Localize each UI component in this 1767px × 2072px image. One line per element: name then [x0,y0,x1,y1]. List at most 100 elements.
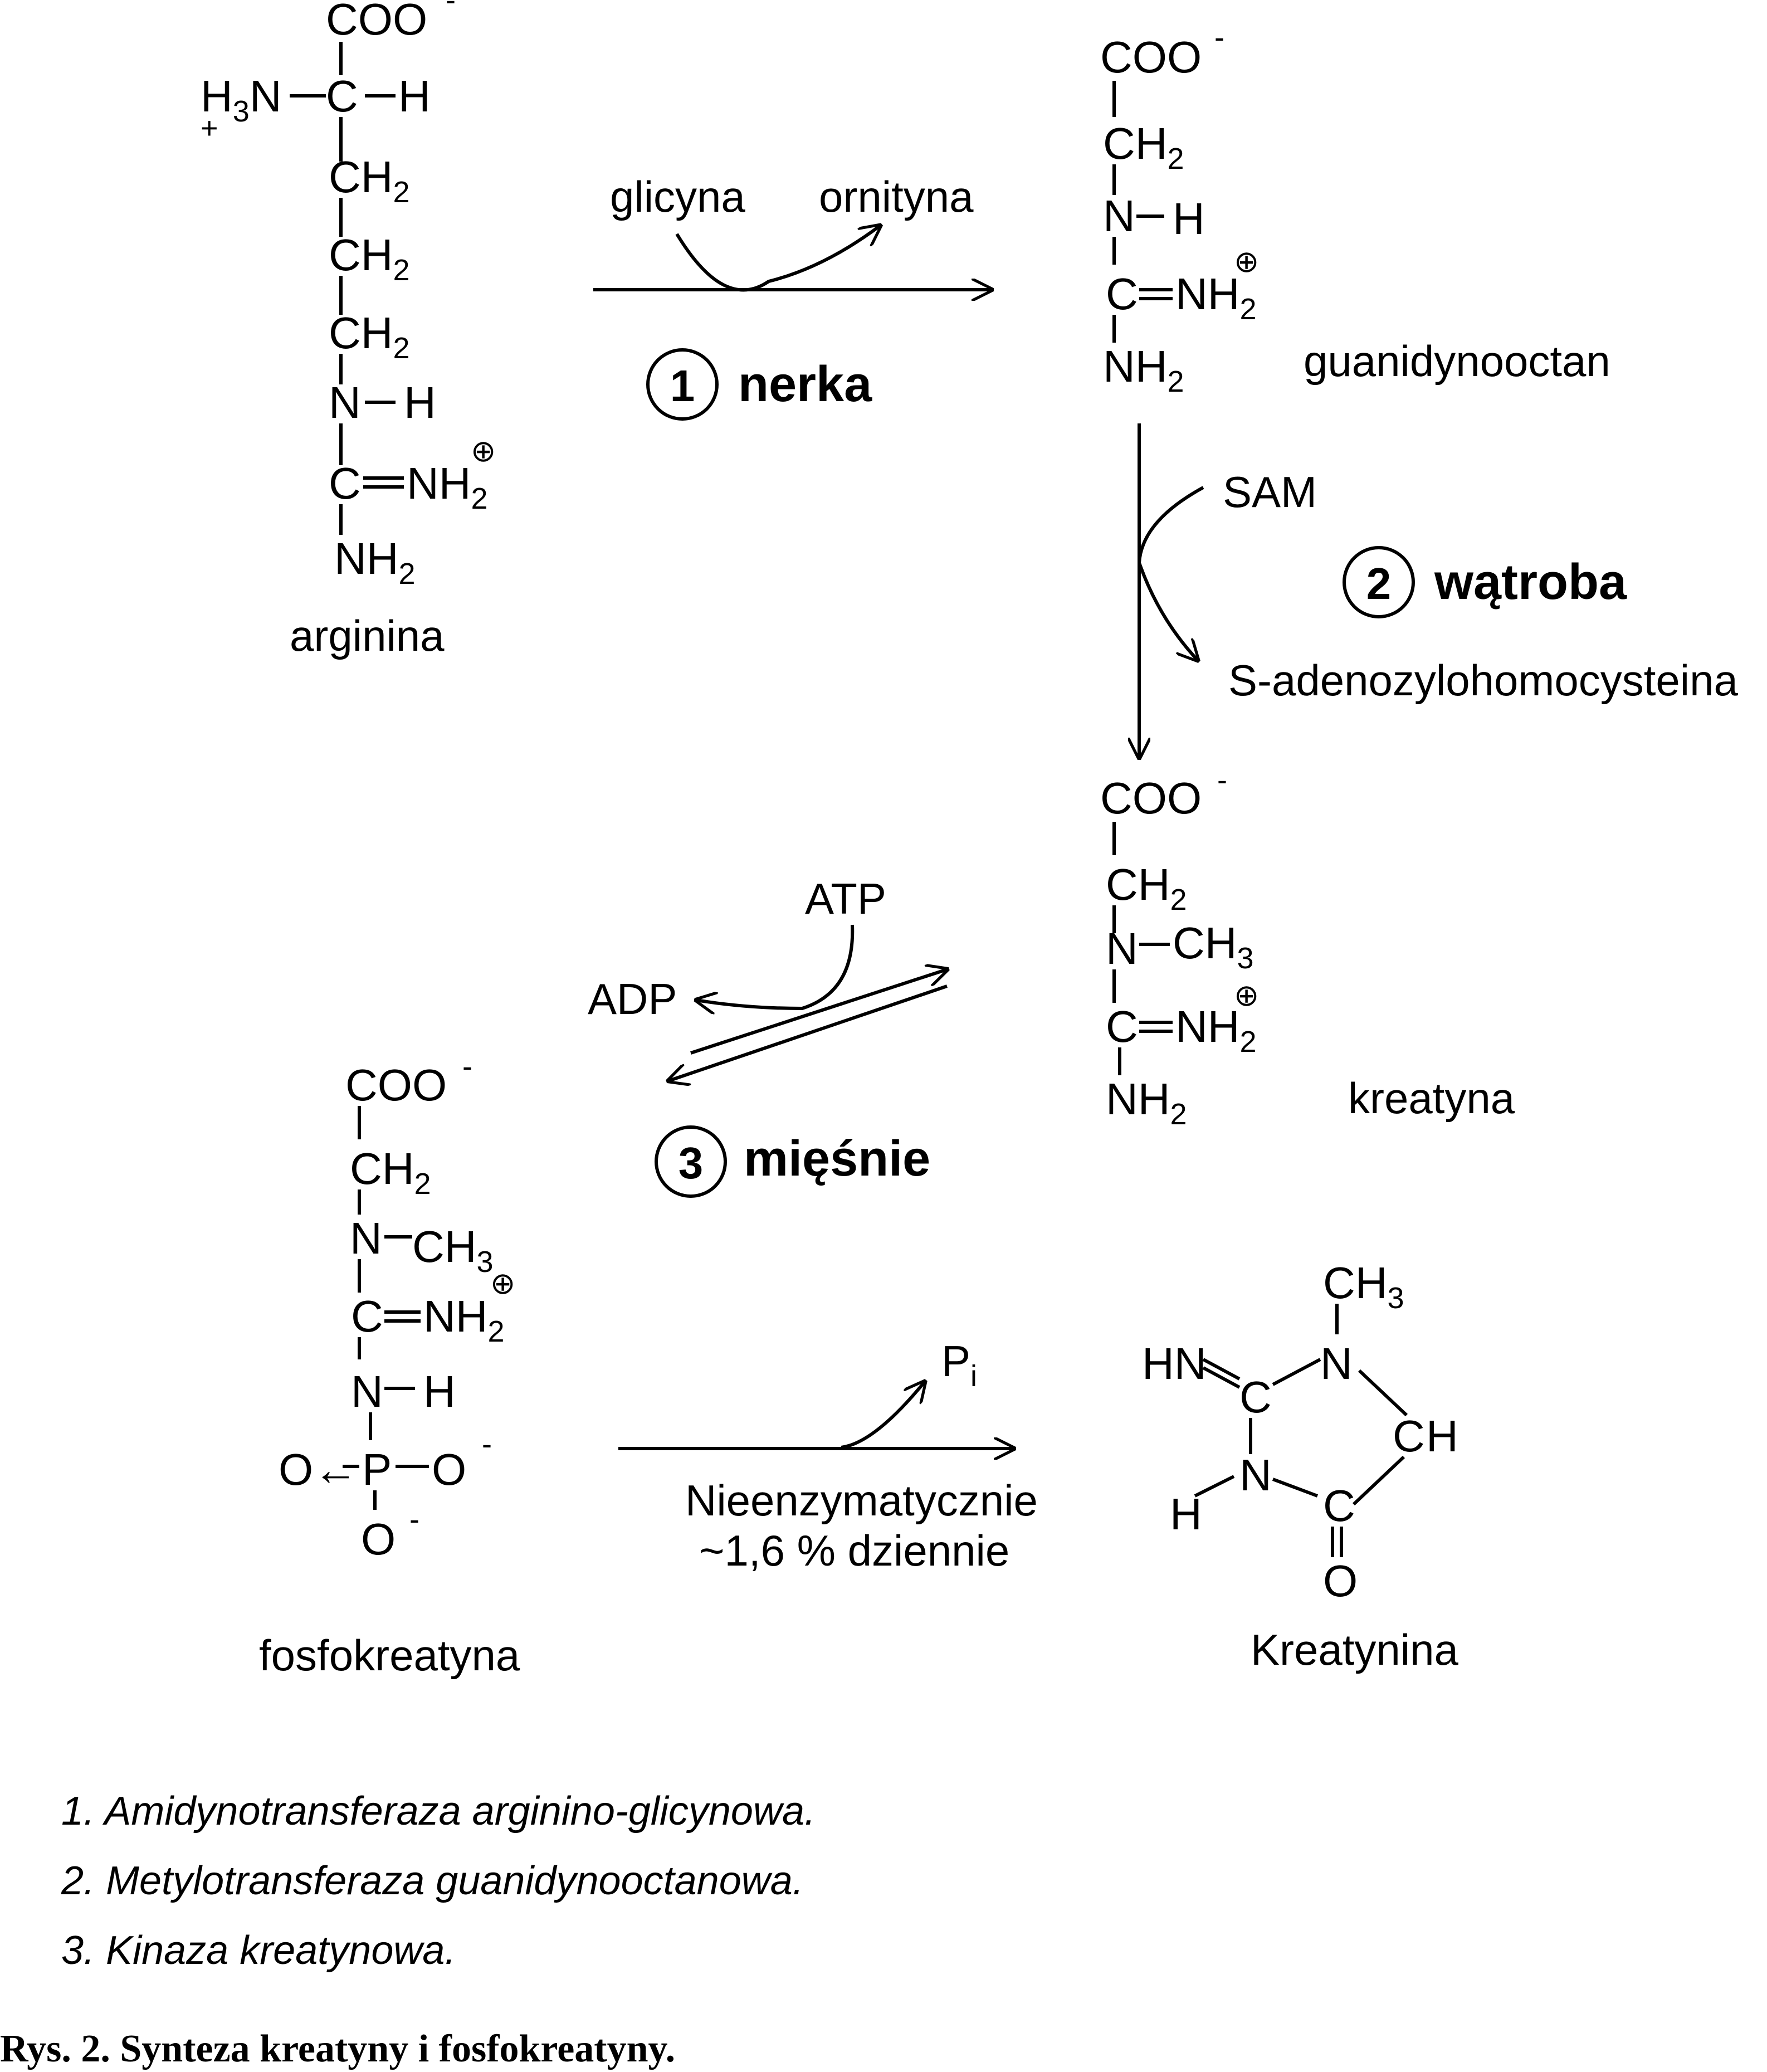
step1-number: 1 [670,361,695,411]
step3-input: ATP [805,874,886,923]
phosphate-released: P [941,1337,970,1386]
step1-organ: nerka [738,357,872,412]
svg-text:C: C [1106,1002,1138,1051]
legend-item-3: 3. Kinaza kreatynowa. [61,1928,456,1973]
arg-coo-minus: - [446,0,456,17]
svg-text:COO: COO [326,0,427,44]
label-arginine: arginina [290,611,445,660]
svg-text:NH2: NH2 [1175,269,1257,326]
svg-text:-: - [1217,763,1227,797]
svg-text:Pi: Pi [941,1337,977,1393]
step2-output: S-adenozylohomocysteina [1228,656,1738,705]
svg-text:-: - [462,1050,472,1083]
step1-side-arrow [675,226,880,292]
svg-text:-: - [482,1427,492,1461]
svg-text:CH2: CH2 [1106,860,1187,916]
creatine-structure: COO - CH2 N CH3 C NH2 ⊕ NH2 kreatyna [1100,763,1515,1131]
svg-text:NH2: NH2 [1106,1074,1187,1131]
svg-text:-: - [1214,21,1224,54]
step2-organ: wątroba [1434,554,1627,610]
svg-text:O: O [432,1445,466,1494]
svg-text:H: H [1170,1489,1202,1539]
arg-plus: + [201,111,218,145]
nonenzymatic-line2: ~1,6 % dziennie [699,1526,1009,1575]
svg-text:N: N [350,1213,382,1263]
step1-reaction: glicyna ornityna 1 nerka [593,172,992,421]
svg-text:O: O [1323,1556,1358,1606]
arg-oplus: ⊕ [471,435,496,468]
step3-reverse-arrow [668,984,948,1081]
creatinine-c4: C [1393,1411,1425,1461]
arg-h3n-h: H [201,71,233,121]
svg-text:N: N [1106,924,1138,973]
svg-text:H3N: H3N [201,71,282,128]
creatinine-c2: C [1239,1372,1272,1422]
svg-text:CH2: CH2 [350,1144,431,1201]
label-phosphocreatine: fosfokreatyna [259,1631,520,1680]
step3-side-arrow [696,924,855,1008]
step3-organ: mięśnie [744,1131,930,1187]
svg-text:H: H [1173,194,1205,243]
step1-circle [646,348,719,421]
step2-reaction: SAM S-adenozylohomocysteina 2 wątroba [1139,423,1738,758]
creatinine-n1: N [1320,1339,1353,1388]
svg-text:CH3: CH3 [1323,1258,1404,1315]
svg-text:COO: COO [1100,773,1202,823]
svg-text:N: N [351,1367,383,1416]
nonenzymatic-side-arrow [841,1382,925,1449]
guanidinoacetate-structure: COO - CH2 N H C NH2 ⊕ NH2 guanidynooctan [1100,21,1610,398]
svg-text:CH2: CH2 [329,230,410,287]
step3-reaction: ATP ADP 3 mięśnie [588,874,948,1198]
svg-text:H: H [423,1367,456,1416]
step2-side-arrow [1137,486,1204,660]
svg-text:H: H [1426,1411,1458,1461]
step2-circle [1343,546,1415,618]
svg-text:⊕: ⊕ [490,1267,515,1300]
step1-output: ornityna [819,172,974,221]
svg-text:C: C [351,1291,383,1341]
label-creatinine: Kreatynina [1251,1625,1459,1674]
nonenzymatic-line1: Nieenzymatycznie [685,1476,1038,1525]
svg-text:NH2: NH2 [423,1291,505,1348]
svg-text:N: N [1103,191,1135,241]
legend-item-1: 1. Amidynotransferaza arginino-glicynowa… [61,1789,816,1834]
svg-text:COO: COO [345,1060,447,1110]
step2-input: SAM [1223,467,1317,516]
arg-calpha-h: H [398,71,431,121]
step3-number: 3 [679,1138,704,1188]
svg-text:NH2: NH2 [407,459,488,515]
svg-text:CH3: CH3 [412,1222,494,1279]
step3-forward-arrow [690,969,947,1055]
creatinine-hn: HN [1142,1339,1207,1388]
arginine-structure: COO - H3N + C H CH2 CH2 CH2 N H C NH2 ⊕ … [201,0,496,660]
arg-coo: COO [326,0,427,44]
label-guanidinoacetate: guanidynooctan [1304,337,1610,386]
creatinine-c5: C [1323,1481,1355,1530]
svg-text:NH2: NH2 [1175,1002,1257,1059]
svg-text:CH2: CH2 [329,152,410,209]
phos-p: P [362,1445,392,1494]
arg-guanidino-c: C [329,459,361,508]
svg-text:CH2: CH2 [1103,119,1184,175]
figure-caption: Rys. 2. Synteza kreatyny i fosfokreatyny… [0,2027,675,2070]
label-creatine: kreatyna [1348,1074,1515,1123]
svg-text:NH2: NH2 [1103,342,1184,398]
creatinine-n3: N [1239,1450,1272,1500]
enzyme-legend: 1. Amidynotransferaza arginino-glicynowa… [61,1789,816,1973]
svg-text:O: O [361,1514,396,1564]
svg-text:⊕: ⊕ [1234,245,1259,279]
svg-text:NH2: NH2 [334,534,416,591]
arg-n: N [329,378,361,427]
legend-item-2: 2. Metylotransferaza guanidynooctanowa. [61,1859,804,1903]
svg-text:CH3: CH3 [1173,918,1254,975]
nonenzymatic-reaction: Pi Nieenzymatycznie ~1,6 % dziennie [618,1337,1038,1575]
phos-o-arrow: O← [279,1445,358,1494]
svg-text:COO: COO [1100,32,1202,82]
step3-output: ADP [588,974,677,1023]
phosphocreatine-structure: COO - CH2 N CH3 C NH2 ⊕ N H O← P O - O -… [259,1050,520,1680]
svg-text:CH2: CH2 [329,308,410,365]
creatinine-structure: CH3 N HN C C H N H C O Kreatynina [1142,1258,1459,1674]
arg-calpha: C [326,71,358,121]
step1-input: glicyna [610,172,745,221]
